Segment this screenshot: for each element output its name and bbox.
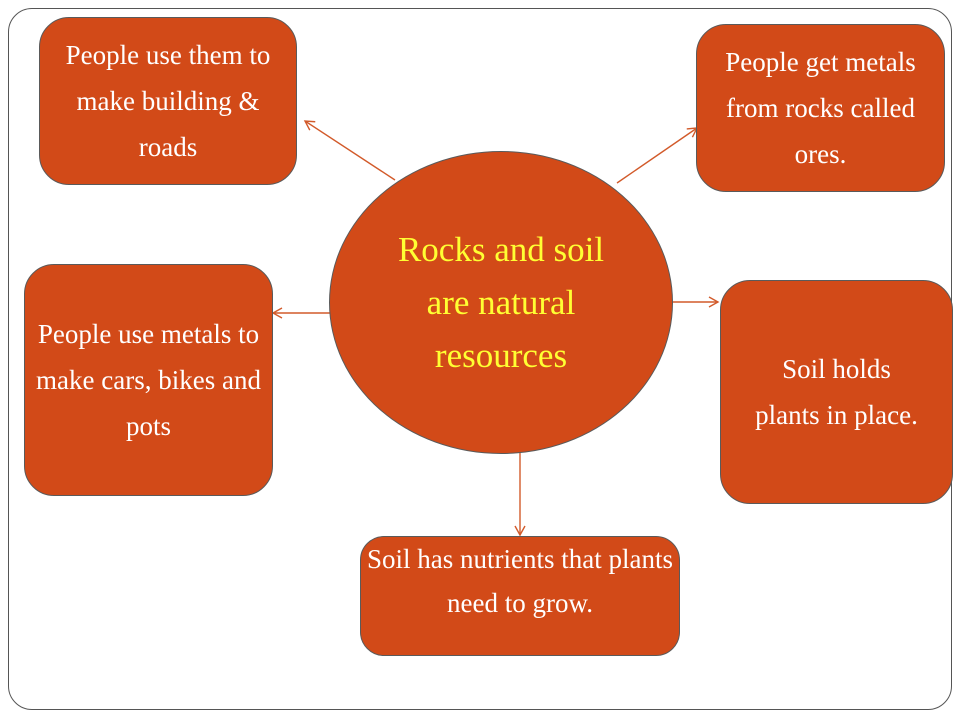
center-ellipse: Rocks and soil are natural resources: [329, 151, 673, 454]
node-building-roads-text: People use them to make building & roads: [65, 40, 271, 162]
arrow-to-metals-ores: [616, 127, 699, 184]
node-holds-plants: Soil holds plants in place.: [720, 280, 953, 504]
node-holds-plants-text: Soil holds plants in place.: [755, 354, 918, 430]
arrow-to-building-roads: [303, 120, 396, 181]
node-metals-ores-text: People get metals from rocks called ores…: [725, 47, 916, 169]
node-metals-ores: People get metals from rocks called ores…: [696, 24, 945, 192]
node-nutrients: Soil has nutrients that plants need to g…: [360, 536, 680, 656]
center-text: Rocks and soil are natural resources: [397, 230, 605, 375]
node-nutrients-text: Soil has nutrients that plants need to g…: [367, 544, 673, 618]
node-metals-products-text: People use metals to make cars, bikes an…: [36, 319, 261, 441]
node-building-roads: People use them to make building & roads: [39, 17, 297, 185]
node-metals-products: People use metals to make cars, bikes an…: [24, 264, 273, 496]
